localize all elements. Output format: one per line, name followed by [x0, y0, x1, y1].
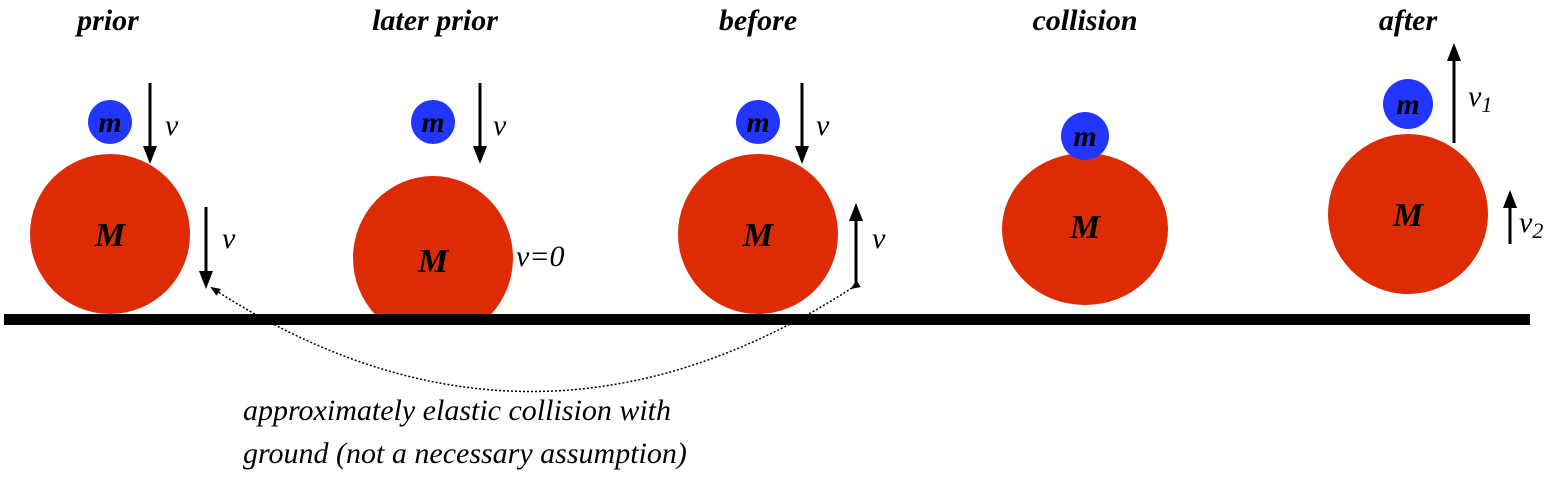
- large-velocity-label: v: [222, 222, 236, 255]
- panel-before: M m v v: [678, 83, 886, 314]
- large-mass: [30, 154, 190, 314]
- small-velocity-label: v: [493, 109, 507, 142]
- panel-prior: M m v v: [30, 83, 236, 314]
- large-mass-label: M: [1069, 209, 1102, 246]
- ground: [4, 314, 1530, 325]
- large-velocity-label: v=0: [516, 240, 565, 273]
- panel-title-after: after: [1379, 4, 1438, 37]
- panel-title-prior: prior: [74, 4, 139, 37]
- small-mass-label: m: [746, 106, 769, 139]
- small-mass: [88, 100, 132, 144]
- large-mass-label: M: [1392, 197, 1425, 234]
- panel-after: M m v1 v2: [1328, 43, 1543, 294]
- annotation-line-1: approximately elastic collision with: [243, 394, 671, 427]
- elastic-collision-curve-arrow: [210, 280, 861, 393]
- panel-title-collision: collision: [1032, 4, 1137, 37]
- large-mass-label: M: [417, 243, 450, 280]
- large-mass-label: M: [94, 217, 127, 254]
- small-mass: [1383, 79, 1433, 129]
- large-velocity-label: v: [872, 222, 886, 255]
- large-velocity-label: v2: [1519, 206, 1543, 243]
- panel-title-later-prior: later prior: [372, 4, 498, 37]
- large-mass: [678, 154, 838, 314]
- small-velocity-label: v1: [1468, 80, 1492, 117]
- panel-title-before: before: [719, 4, 797, 37]
- large-mass-label: M: [742, 217, 775, 254]
- small-mass-label: m: [98, 106, 121, 139]
- small-mass-label: m: [1396, 88, 1419, 121]
- small-mass: [1061, 112, 1109, 160]
- small-velocity-label: v: [165, 109, 179, 142]
- large-mass: [1002, 153, 1168, 305]
- small-mass-label: m: [1073, 120, 1096, 153]
- small-mass: [736, 100, 780, 144]
- small-mass: [411, 100, 455, 144]
- panel-collision: M m: [1002, 112, 1168, 305]
- annotation-line-2: ground (not a necessary assumption): [243, 437, 687, 470]
- small-velocity-label: v: [816, 109, 830, 142]
- large-mass: [1328, 134, 1488, 294]
- panel-later-prior: M m v v=0: [353, 83, 565, 316]
- small-mass-label: m: [421, 106, 444, 139]
